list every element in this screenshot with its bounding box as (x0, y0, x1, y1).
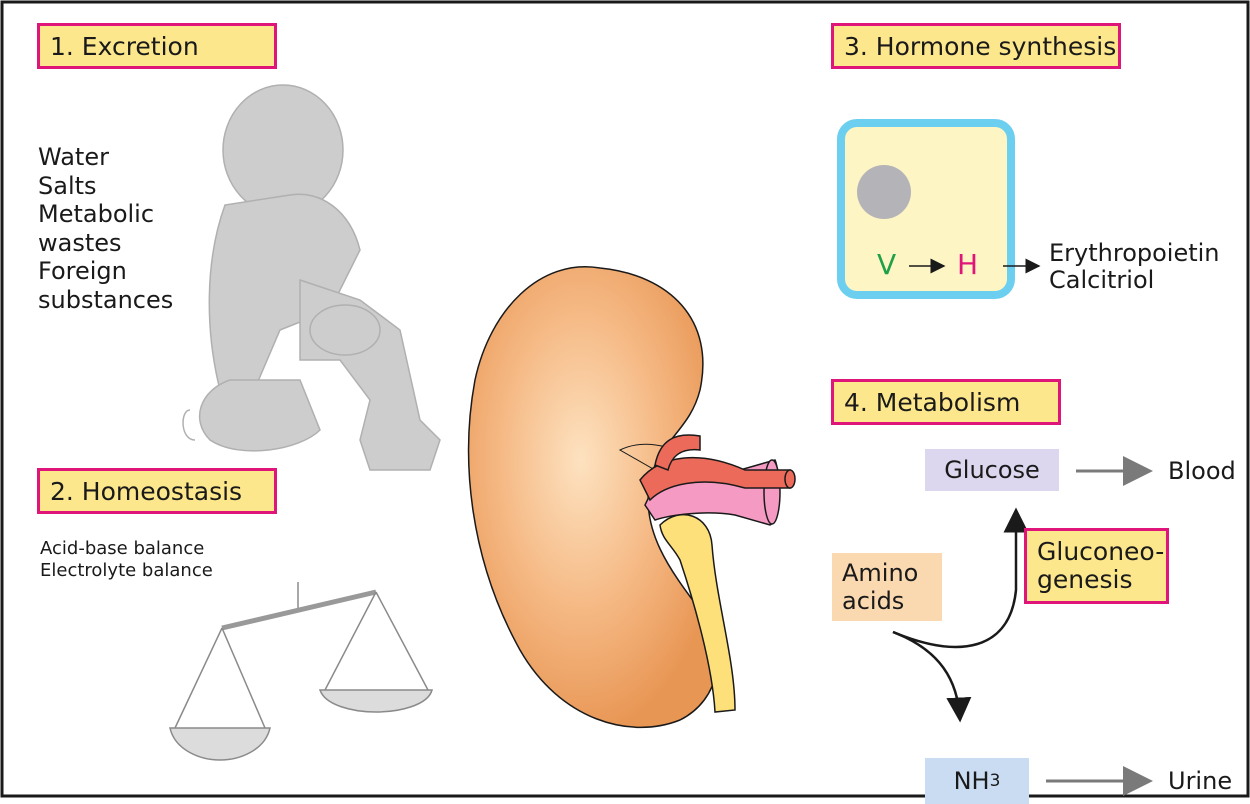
amino-acids-box: Amino acids (832, 553, 942, 621)
child-on-potty-illustration (183, 85, 440, 470)
product-erythropoietin: Erythropoietin (1049, 240, 1220, 267)
kidney-illustration (469, 267, 795, 728)
glucose-box: Glucose (925, 449, 1059, 491)
homeostasis-label: 2. Homeostasis (37, 468, 277, 514)
cell-nucleus (857, 165, 911, 219)
homeostasis-item: Electrolyte balance (40, 560, 213, 582)
excretion-item: Metabolic (38, 200, 173, 229)
amino-acids-line-1: Amino (842, 559, 918, 587)
hormone-synthesis-label: 3. Hormone synthesis (831, 23, 1121, 69)
excretion-item: Water (38, 143, 173, 172)
excretion-item: substances (38, 286, 173, 315)
excretion-items: Water Salts Metabolic wastes Foreign sub… (38, 143, 173, 314)
arrow-amino-to-nh3 (893, 632, 960, 720)
excretion-label: 1. Excretion (37, 23, 277, 69)
hormone-h-label: H (957, 248, 978, 281)
gluconeogenesis-label: Gluconeo- genesis (1024, 528, 1169, 604)
ammonia-formula: NH (954, 767, 990, 795)
gluconeogenesis-line-2: genesis (1037, 566, 1132, 594)
homeostasis-item: Acid-base balance (40, 538, 213, 560)
homeostasis-items: Acid-base balance Electrolyte balance (40, 538, 213, 582)
product-calcitriol: Calcitriol (1049, 267, 1220, 294)
urine-label: Urine (1168, 767, 1232, 795)
balance-scale-illustration (170, 582, 432, 760)
metabolism-label: 4. Metabolism (831, 379, 1061, 425)
ammonia-subscript: 3 (990, 771, 1001, 791)
excretion-item: Salts (38, 172, 173, 201)
blood-label: Blood (1168, 457, 1236, 485)
hormone-products: Erythropoietin Calcitriol (1049, 240, 1220, 294)
excretion-item: Foreign (38, 257, 173, 286)
amino-acids-line-2: acids (842, 587, 904, 615)
precursor-v-label: V (877, 248, 896, 281)
excretion-item: wastes (38, 229, 173, 258)
gluconeogenesis-line-1: Gluconeo- (1037, 538, 1164, 566)
